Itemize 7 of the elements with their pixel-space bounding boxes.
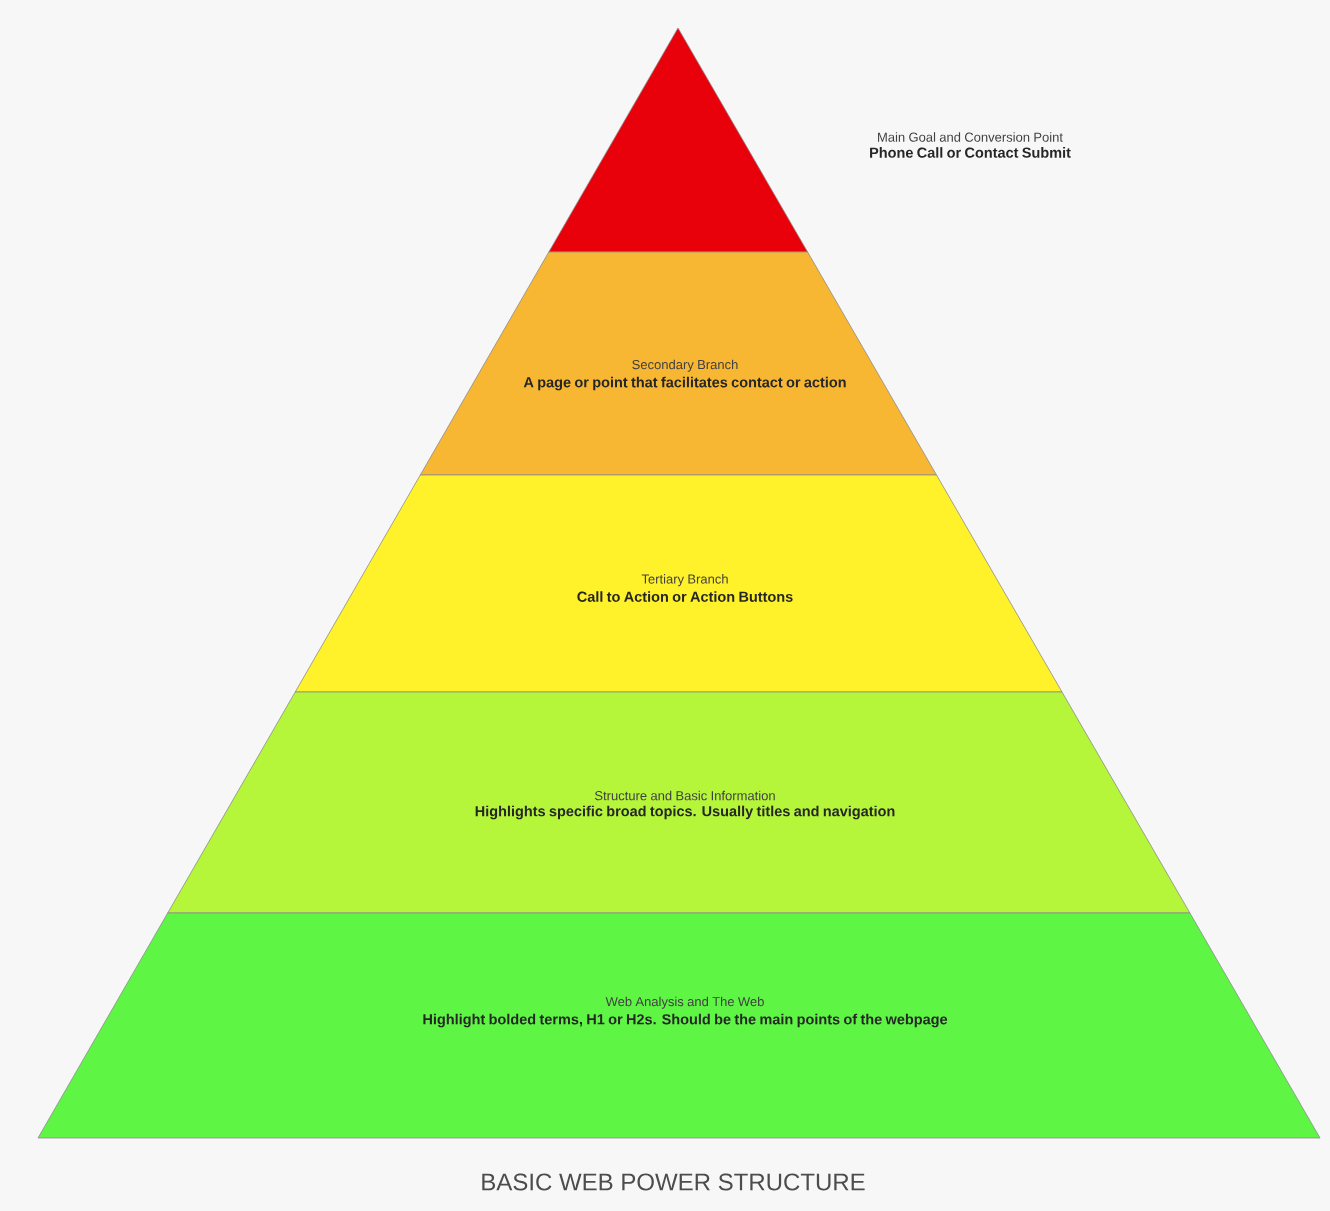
band-caption: Main Goal and Conversion Point Phone Call or Contact Submit bbox=[870, 132, 1071, 158]
pyramid-band: Structure and Basic Information Highlights specific broad topics. Usually titles and navigation bbox=[167, 691, 1191, 914]
pyramid-band: Web Analysis and The Web Highlight bolded terms, H1 or H2s. Should be the main points of the webpage bbox=[37, 912, 1321, 1139]
pyramid-band: Secondary Branch A page or point that facilitates contact or action bbox=[419, 251, 937, 476]
pyramid-band bbox=[548, 27, 808, 253]
pyramid-band: Tertiary Branch Call to Action or Action Buttons bbox=[294, 474, 1063, 693]
caption: BASIC WEB POWER STRUCTURE bbox=[482, 1173, 865, 1191]
